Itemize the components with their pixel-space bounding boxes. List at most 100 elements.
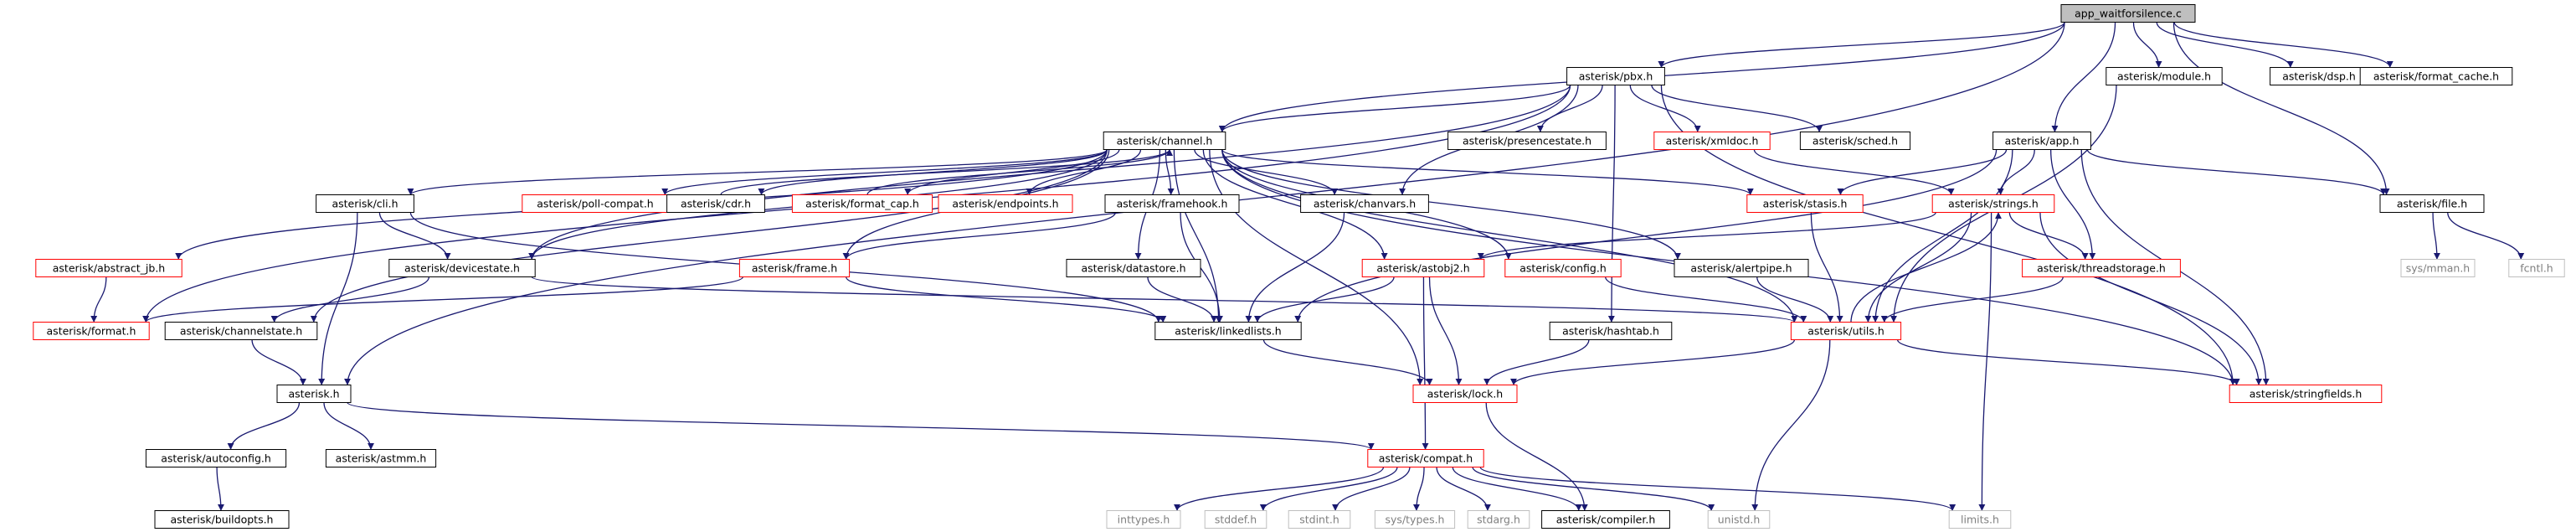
edge-utils-to-unistd [1751, 339, 1831, 511]
node-label-datastore: asterisk/datastore.h [1081, 262, 1185, 275]
node-label-threadstorage: asterisk/threadstorage.h [2037, 262, 2166, 275]
node-dsp[interactable]: asterisk/dsp.h [2270, 67, 2368, 85]
node-hashtab[interactable]: asterisk/hashtab.h [1549, 322, 1673, 340]
edge-alertpipe-to-utils [1756, 276, 1834, 323]
node-label-channel: asterisk/channel.h [1117, 135, 1213, 147]
node-box-frame [738, 259, 851, 277]
node-limits: limits.h [1948, 510, 2012, 529]
node-layer: app_waitforsilence.c asterisk/pbx.h asteri… [33, 4, 2565, 529]
edge-utils-to-strings [1850, 212, 2002, 323]
node-label-format: asterisk/format.h [47, 325, 136, 338]
node-framehook[interactable]: asterisk/framehook.h [1104, 194, 1240, 213]
node-label-strings: asterisk/strings.h [1948, 198, 2039, 210]
node-box-stdarg [1467, 510, 1530, 529]
node-cdr[interactable]: asterisk/cdr.h [666, 194, 765, 213]
node-xmldoc[interactable]: asterisk/xmldoc.h [1653, 132, 1771, 150]
node-label-root: app_waitforsilence.c [2075, 8, 2182, 20]
node-chanvars[interactable]: asterisk/chanvars.h [1300, 194, 1429, 213]
node-module[interactable]: asterisk/module.h [2106, 67, 2223, 85]
edge-lock-to-compiler [1485, 402, 1588, 511]
node-label-config: asterisk/config.h [1519, 262, 1607, 275]
node-file[interactable]: asterisk/file.h [2379, 194, 2485, 213]
node-stringfields[interactable]: asterisk/stringfields.h [2229, 385, 2383, 403]
node-endpoints[interactable]: asterisk/endpoints.h [938, 194, 1073, 213]
node-box-format-cache [2359, 67, 2513, 85]
node-label-autoconfig: asterisk/autoconfig.h [161, 452, 271, 465]
node-threadstorage[interactable]: asterisk/threadstorage.h [2022, 259, 2181, 277]
node-box-stdint [1288, 510, 1351, 529]
edge-astobj2-to-linkedlists [1253, 276, 1395, 323]
edge-cli-to-devicestate [378, 212, 451, 260]
node-channel[interactable]: asterisk/channel.h [1103, 132, 1226, 150]
node-label-poll-compat: asterisk/poll-compat.h [537, 198, 653, 210]
node-datastore[interactable]: asterisk/datastore.h [1066, 259, 1201, 277]
node-format-cache[interactable]: asterisk/format_cache.h [2359, 67, 2513, 85]
node-box-asterisk [276, 385, 352, 403]
node-box-linkedlists [1154, 322, 1302, 340]
node-compat[interactable]: asterisk/compat.h [1367, 449, 1484, 467]
edge-autoconfig-to-buildopts [216, 467, 224, 511]
node-box-astobj2 [1361, 259, 1485, 277]
node-buildopts[interactable]: asterisk/buildopts.h [154, 510, 290, 529]
edge-compat-to-inttypes [1174, 467, 1385, 511]
node-label-abstract-jb: asterisk/abstract_jb.h [53, 262, 165, 275]
edge-hashtab-to-lock [1483, 339, 1590, 385]
node-abstract-jb[interactable]: asterisk/abstract_jb.h [35, 259, 183, 277]
node-asterisk[interactable]: asterisk.h [276, 385, 352, 403]
node-label-chanvars: asterisk/chanvars.h [1314, 198, 1416, 210]
node-format-cap[interactable]: asterisk/format_cap.h [791, 194, 933, 213]
node-presencestate[interactable]: asterisk/presencestate.h [1447, 132, 1607, 150]
edge-app-to-stasis [1837, 149, 2008, 195]
node-label-app: asterisk/app.h [2005, 135, 2080, 147]
edge-root-to-pbx [1658, 22, 2065, 68]
node-box-limits [1948, 510, 2012, 529]
node-autoconfig[interactable]: asterisk/autoconfig.h [145, 449, 287, 467]
edge-layer [90, 22, 2525, 512]
node-frame[interactable]: asterisk/frame.h [738, 259, 851, 277]
node-format[interactable]: asterisk/format.h [33, 322, 150, 340]
node-compiler[interactable]: asterisk/compiler.h [1541, 510, 1670, 529]
edge-app-to-file [2086, 149, 2387, 195]
node-box-file [2379, 194, 2485, 213]
edge-strings-to-astobj2 [1477, 211, 1936, 261]
node-devicestate[interactable]: asterisk/devicestate.h [388, 259, 536, 277]
edge-compat-to-limits [1479, 466, 1956, 512]
node-stdint: stdint.h [1288, 510, 1351, 529]
node-label-sched: asterisk/sched.h [1812, 135, 1898, 147]
node-app[interactable]: asterisk/app.h [1992, 132, 2091, 150]
node-cli[interactable]: asterisk/cli.h [316, 194, 414, 213]
node-label-framehook: asterisk/framehook.h [1117, 198, 1228, 210]
edge-abstract-jb-to-format [90, 276, 107, 323]
node-sched[interactable]: asterisk/sched.h [1799, 132, 1911, 150]
edge-asterisk-to-compat [347, 401, 1375, 451]
node-box-sched [1799, 132, 1911, 150]
node-config[interactable]: asterisk/config.h [1504, 259, 1622, 277]
node-poll-compat[interactable]: asterisk/poll-compat.h [522, 194, 669, 213]
node-astobj2[interactable]: asterisk/astobj2.h [1361, 259, 1485, 277]
edge-pbx-to-sched [1651, 85, 1823, 132]
node-lock[interactable]: asterisk/lock.h [1412, 385, 1518, 403]
node-linkedlists[interactable]: asterisk/linkedlists.h [1154, 322, 1302, 340]
edge-strings-to-stringfields [2039, 212, 2263, 385]
node-alertpipe[interactable]: asterisk/alertpipe.h [1674, 259, 1809, 277]
node-channelstate[interactable]: asterisk/channelstate.h [164, 322, 318, 340]
node-pbx[interactable]: asterisk/pbx.h [1566, 67, 1665, 85]
edge-datastore-to-linkedlists [1147, 276, 1218, 323]
node-stasis[interactable]: asterisk/stasis.h [1746, 194, 1864, 213]
node-label-compat: asterisk/compat.h [1379, 452, 1473, 465]
node-box-chanvars [1300, 194, 1429, 213]
edge-pbx-to-stringfields [1660, 85, 2237, 385]
edge-channel-to-poll-compat [661, 148, 1108, 196]
edge-strings-to-utils [1864, 212, 1972, 323]
node-strings[interactable]: asterisk/strings.h [1931, 194, 2055, 213]
node-box-strings [1931, 194, 2055, 213]
node-box-format [33, 322, 150, 340]
edge-root-to-module [2132, 22, 2162, 68]
edge-config-to-utils [1605, 276, 1807, 323]
node-label-module: asterisk/module.h [2117, 70, 2211, 83]
edge-compat-to-stdarg [1436, 467, 1491, 511]
edge-strings-to-limits [1978, 212, 1992, 511]
edge-chanvars-to-linkedlists [1245, 212, 1345, 323]
node-utils[interactable]: asterisk/utils.h [1790, 322, 1902, 340]
node-astmm[interactable]: asterisk/astmm.h [325, 449, 437, 467]
